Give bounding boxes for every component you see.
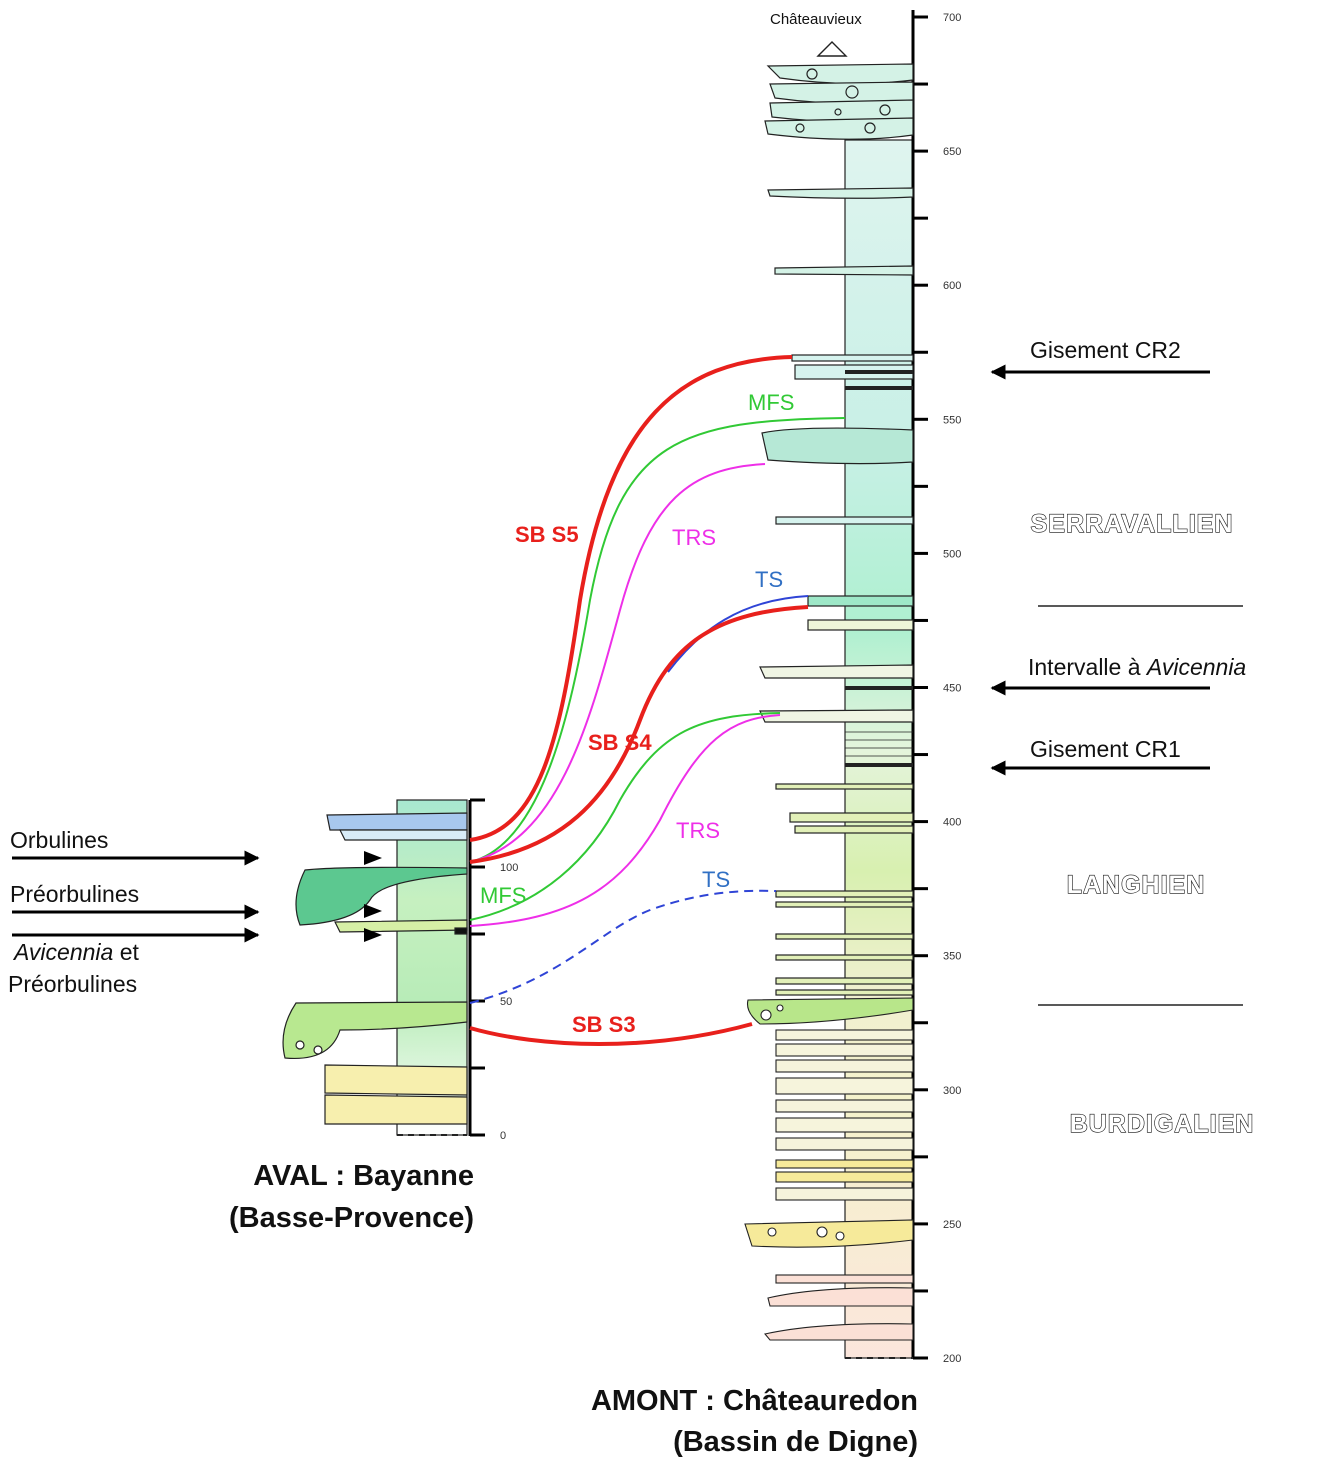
avicennia-interval-italic: Avicennia (1145, 654, 1246, 680)
amont-column: 200 250 300 350 400 450 500 550 600 650 700 Châtea… (745, 10, 961, 1365)
avicennia-interval-label: Intervalle à Avicennia (1028, 654, 1246, 680)
amont-beds-burdigalien (745, 998, 913, 1358)
stage-langhien: LANGHIEN (1067, 871, 1206, 899)
stage-labels: SERRAVALLIEN LANGHIEN BURDIGALIEN (1031, 510, 1255, 1138)
aval-title: AVAL : Bayanne (253, 1160, 474, 1192)
surface-labels: SB S5 MFS TRS TS SB S4 TRS MFS TS SB S3 (480, 390, 794, 1037)
amont-tick-label: 400 (943, 817, 961, 829)
chateauvieux-marker (818, 42, 846, 56)
cr2-label: Gisement CR2 (1030, 337, 1181, 363)
amont-annotations: Gisement CR2 Intervalle à Avicennia Gise… (992, 337, 1246, 768)
mfs-upper-label: MFS (748, 390, 794, 415)
avicennia-italic: Avicennia (12, 939, 113, 965)
chateauvieux-label: Châteauvieux (770, 11, 862, 28)
amont-scale-ticks: 200 250 300 350 400 450 500 550 600 650 700 (913, 12, 961, 1365)
sb-s4-label: SB S4 (588, 730, 652, 755)
amont-tick-label: 550 (943, 414, 961, 426)
amont-tick-label: 500 (943, 548, 961, 560)
aval-tick-label: 0 (500, 1130, 506, 1142)
mfs-upper-line (470, 418, 845, 862)
aval-tick-label: 100 (500, 862, 518, 874)
sb-s3-label: SB S3 (572, 1012, 636, 1037)
amont-title: AMONT : Châteauredon (591, 1385, 918, 1417)
amont-tick-label: 650 (943, 146, 961, 158)
sb-s5-line (470, 357, 792, 840)
ts-upper-label: TS (755, 567, 783, 592)
section-titles: AVAL : Bayanne (Basse-Provence) AMONT : … (229, 1160, 918, 1458)
aval-column: 0 50 100 (283, 800, 518, 1142)
avicennia-interval-prefix: Intervalle à (1028, 654, 1147, 680)
orbulines-label: Orbulines (10, 827, 108, 853)
trs-upper-label: TRS (672, 525, 716, 550)
amont-tick-label: 300 (943, 1085, 961, 1097)
amont-tick-label: 450 (943, 683, 961, 695)
amont-tick-label: 200 (943, 1353, 961, 1365)
sb-s5-label: SB S5 (515, 522, 579, 547)
aval-annotations: Orbulines Préorbulines Avicennia et Préo… (8, 827, 258, 997)
avicennia-label: Avicennia et (12, 939, 139, 965)
stage-serravallien: SERRAVALLIEN (1031, 510, 1234, 538)
preorbulines-label: Préorbulines (10, 881, 139, 907)
ts-lower-label: TS (702, 867, 730, 892)
amont-subtitle: (Bassin de Digne) (673, 1426, 918, 1458)
cr1-label: Gisement CR1 (1030, 736, 1181, 762)
mfs-lower-label: MFS (480, 883, 526, 908)
stage-burdigalien: BURDIGALIEN (1070, 1110, 1255, 1138)
amont-tick-label: 700 (943, 12, 961, 24)
aval-tick-label: 50 (500, 996, 512, 1008)
avicennia-et: et (113, 939, 139, 965)
amont-tick-label: 350 (943, 951, 961, 963)
trs-lower-label: TRS (676, 818, 720, 843)
avicennia-line2-label: Préorbulines (8, 971, 137, 997)
aval-subtitle: (Basse-Provence) (229, 1202, 474, 1234)
amont-tick-label: 600 (943, 280, 961, 292)
amont-tick-label: 250 (943, 1219, 961, 1231)
